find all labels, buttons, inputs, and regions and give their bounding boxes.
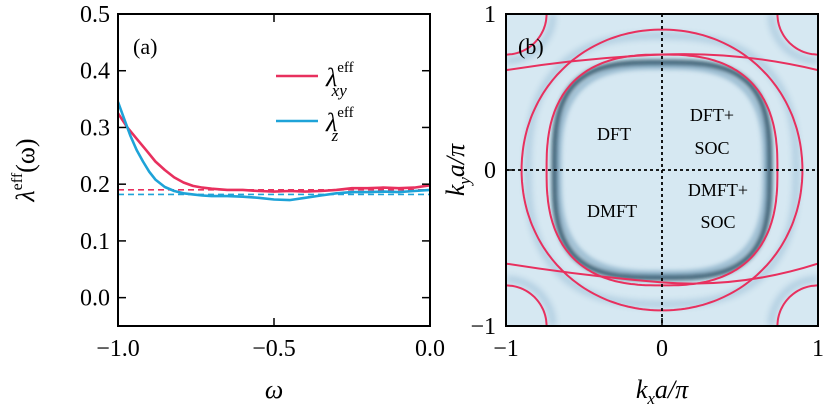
spectral-bands <box>506 14 818 326</box>
y-tick-label-a: 0.2 <box>80 172 110 198</box>
fermi-surface-outer <box>520 28 804 312</box>
band-corner-3 <box>768 276 818 326</box>
tick-labels-b: −1 0 1 −1 0 1 <box>470 2 824 362</box>
fermi-pocket-3 <box>776 284 818 326</box>
series-line-1 <box>118 101 430 202</box>
quadrant-label-dmft-soc-1: DMFT+ <box>688 180 748 200</box>
band-outer <box>525 33 799 307</box>
band-corner-1 <box>506 14 556 64</box>
y-tick-label-a: 0.1 <box>80 229 110 255</box>
y-tick-label-a: 0.0 <box>80 286 110 312</box>
y-tick-label-b: 1 <box>484 2 496 28</box>
series-line-0 <box>118 112 430 193</box>
x-tick-label-a: −0.5 <box>252 336 296 362</box>
x-tick-label-b: 0 <box>656 336 668 362</box>
x-tick-label-a: 0.0 <box>415 336 445 362</box>
y-axis-label-b: kya/π <box>441 143 474 196</box>
y-axis-label-a: λeff(ω) <box>9 138 40 202</box>
y-tick-label-b: 0 <box>484 158 496 184</box>
y-tick-label-a: 0.3 <box>80 115 110 141</box>
fermi-pocket-0 <box>776 14 818 56</box>
quadrant-label-dft: DFT <box>597 124 631 144</box>
panel-label-b: (b) <box>518 34 544 59</box>
tick-marks-b <box>505 13 819 327</box>
band-corner-0 <box>768 14 818 64</box>
quadrant-label-dmft-soc-2: SOC <box>700 212 735 232</box>
quadrant-label-dft-soc-1: DFT+ <box>690 105 734 125</box>
fermi-pocket-2 <box>506 284 548 326</box>
quadrant-label-dmft: DMFT <box>587 201 637 221</box>
tick-labels-a: −1.0 −0.5 0.0 0.0 0.1 0.2 0.3 0.4 0.5 <box>80 2 445 362</box>
panel-label-a: (a) <box>133 34 157 59</box>
y-tick-label-a: 0.5 <box>80 2 110 28</box>
x-axis-label-b: kxa/π <box>636 375 689 408</box>
quadrant-label-dft-soc-2: SOC <box>694 138 729 158</box>
band-inner-halo <box>556 64 768 276</box>
fermi-sheet-bottom <box>506 262 818 285</box>
fermi-pocket-1 <box>506 14 548 56</box>
fermi-sheet-top <box>506 53 818 72</box>
y-tick-label-a: 0.4 <box>80 59 110 85</box>
y-tick-label-b: −1 <box>470 314 496 340</box>
tick-marks-a <box>117 13 431 326</box>
panel-b: −1 0 1 −1 0 1 (b) DFT DFT+ SOC DMFT DMFT+ SOC… <box>441 2 824 408</box>
x-tick-label-a: −1.0 <box>96 336 140 362</box>
x-tick-label-b: 1 <box>812 336 824 362</box>
x-tick-label-b: −1 <box>493 336 519 362</box>
band-corner-2 <box>506 276 556 326</box>
fermi-surface-inner <box>545 53 779 287</box>
x-axis-label-a: ω <box>265 375 283 404</box>
series-lines <box>118 101 430 202</box>
